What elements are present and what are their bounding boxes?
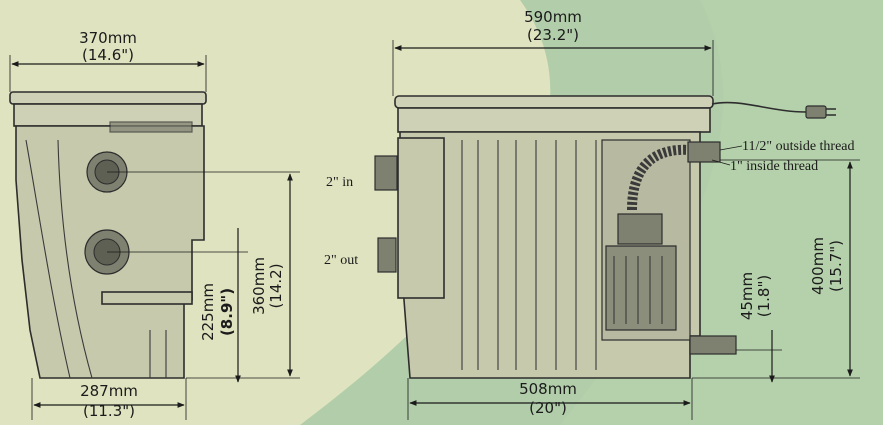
- side-foot: [149, 330, 167, 378]
- side-height-in: (14.2): [267, 263, 285, 308]
- side-dimensions: 370mm (14.6") 287mm (11.3") 225mm (8.9")…: [9, 29, 300, 420]
- front-ribs: [461, 140, 597, 370]
- side-top-width-mm: 370mm: [79, 29, 137, 47]
- front-outlet-fitting: [377, 237, 397, 273]
- front-side-panel: [397, 137, 445, 299]
- outlet-label: 2" out: [324, 253, 358, 268]
- pump-filter-slots: [613, 256, 663, 324]
- side-body-curve: [25, 139, 71, 379]
- side-handle-panel: [109, 121, 193, 133]
- front-top-width-in: (23.2"): [527, 26, 579, 44]
- side-height-mm: 360mm: [250, 257, 268, 315]
- side-body-curve-2: [57, 139, 93, 379]
- side-bottom-width-in: (11.3"): [83, 402, 135, 420]
- front-lid: [394, 95, 714, 109]
- base-outlet-height-mm: 45mm: [738, 272, 756, 320]
- side-top-width-in: (14.6"): [82, 46, 134, 64]
- inside-thread-label: 1" inside thread: [730, 159, 818, 174]
- front-bottom-width-in: (20"): [529, 399, 567, 417]
- plug-prongs: [826, 108, 836, 116]
- thread-height-in: (15.7"): [827, 240, 845, 292]
- pump-unit: [617, 213, 663, 245]
- side-inlet-height-in: (8.9"): [218, 288, 236, 336]
- side-lid: [9, 91, 207, 105]
- side-bottom-width-mm: 287mm: [80, 382, 138, 400]
- power-cord: [711, 101, 807, 113]
- front-top-width-mm: 590mm: [524, 8, 582, 26]
- side-view-drawing: [9, 91, 207, 379]
- pump-filter: [605, 245, 677, 331]
- front-bottom-width-mm: 508mm: [519, 380, 577, 398]
- power-plug: [805, 105, 827, 119]
- thread-outlet-fitting: [687, 141, 721, 163]
- inlet-label: 2" in: [326, 175, 353, 190]
- outside-thread-label: 11/2" outside thread: [742, 139, 855, 154]
- front-lid-rim: [397, 107, 711, 133]
- side-inlet-height-mm: 225mm: [199, 283, 217, 341]
- base-outlet-fitting: [689, 335, 737, 355]
- base-outlet-height-in: (1.8"): [755, 275, 773, 317]
- corrugated-hose: [627, 144, 691, 211]
- front-dimensions: 590mm (23.2") 508mm (20") 2" in 2" out 1…: [324, 8, 860, 420]
- side-lower-step: [101, 291, 193, 305]
- front-view-drawing: [374, 95, 836, 379]
- thread-height-mm: 400mm: [809, 237, 827, 295]
- front-inlet-fitting: [374, 155, 398, 191]
